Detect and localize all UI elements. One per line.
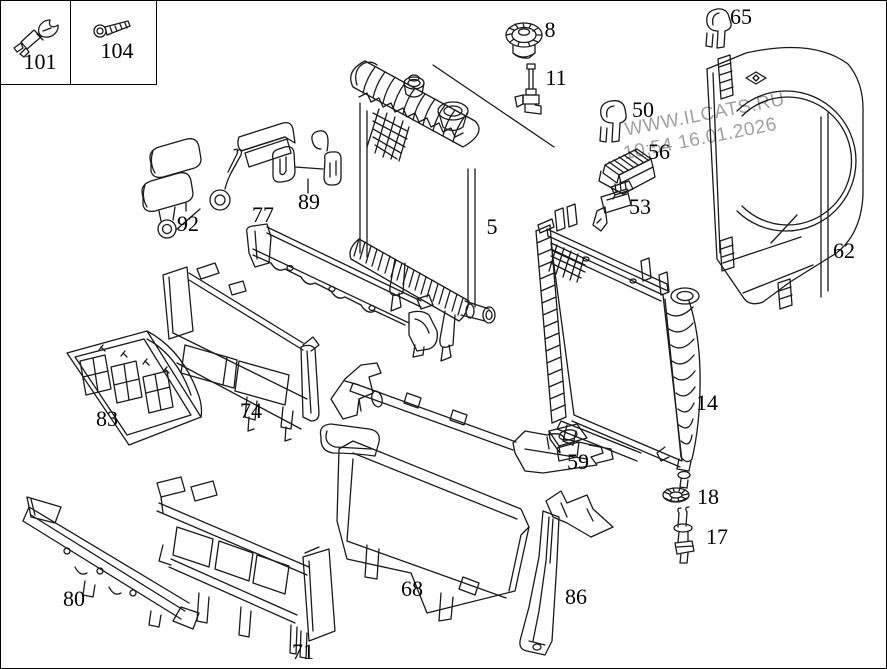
legend-cell-101[interactable] [1, 1, 71, 85]
callout-17[interactable]: 17 [706, 524, 728, 549]
callout-74[interactable]: 74 [240, 398, 262, 423]
vent-valve-11-drawing [514, 63, 542, 115]
drain-valve-17-drawing [673, 506, 695, 564]
callout-65[interactable]: 65 [730, 4, 752, 29]
callout-5[interactable]: 5 [486, 214, 498, 239]
callout-62[interactable]: 62 [833, 238, 855, 263]
radiator-5-drawing [349, 60, 555, 362]
support-rail-80-drawing [22, 496, 200, 630]
callout-89[interactable]: 89 [298, 189, 320, 214]
ribbed-pad-56-drawing [598, 148, 656, 195]
baffle-frame-74-drawing [162, 262, 320, 442]
grommet-59-drawing [548, 423, 588, 462]
louver-duct-83-drawing [66, 330, 203, 446]
lower-duct-68-drawing [319, 362, 614, 622]
callout-56[interactable]: 56 [648, 139, 670, 164]
radiator-cap-8-drawing [505, 22, 543, 59]
callout-92[interactable]: 92 [177, 211, 199, 236]
callout-59[interactable]: 59 [567, 449, 589, 474]
callout-68[interactable]: 68 [401, 576, 423, 601]
callout-83[interactable]: 83 [96, 406, 118, 431]
callout-53[interactable]: 53 [629, 194, 651, 219]
clip-65-drawing [705, 8, 732, 49]
callout-50[interactable]: 50 [632, 97, 654, 122]
callout-77[interactable]: 77 [252, 202, 274, 227]
legend-box [1, 1, 157, 85]
radiator-14-drawing [535, 203, 701, 489]
crossmember-77-drawing [245, 223, 438, 358]
clip-50-drawing [599, 100, 627, 143]
callout-101[interactable]: 101 [23, 49, 57, 74]
callout-104[interactable]: 104 [100, 38, 134, 63]
side-baffle-86-drawing [519, 490, 614, 656]
seal-washer-18-drawing [662, 487, 690, 503]
fan-shroud-62-drawing [706, 46, 864, 310]
callout-80[interactable]: 80 [63, 586, 85, 611]
retainer-bracket-89-drawing [237, 121, 342, 194]
callout-71[interactable]: 71 [292, 639, 314, 664]
callout-14[interactable]: 14 [696, 390, 718, 415]
rivet-101-drawing [13, 19, 59, 58]
callout-8[interactable]: 8 [544, 17, 556, 42]
callout-86[interactable]: 86 [565, 584, 587, 609]
screw-104-drawing [93, 20, 131, 38]
legend-cell-104[interactable] [71, 1, 157, 85]
callout-11[interactable]: 11 [545, 65, 567, 90]
callout-18[interactable]: 18 [697, 484, 719, 509]
bracket-53-drawing [592, 180, 634, 232]
lower-baffle-71-drawing [156, 476, 336, 659]
